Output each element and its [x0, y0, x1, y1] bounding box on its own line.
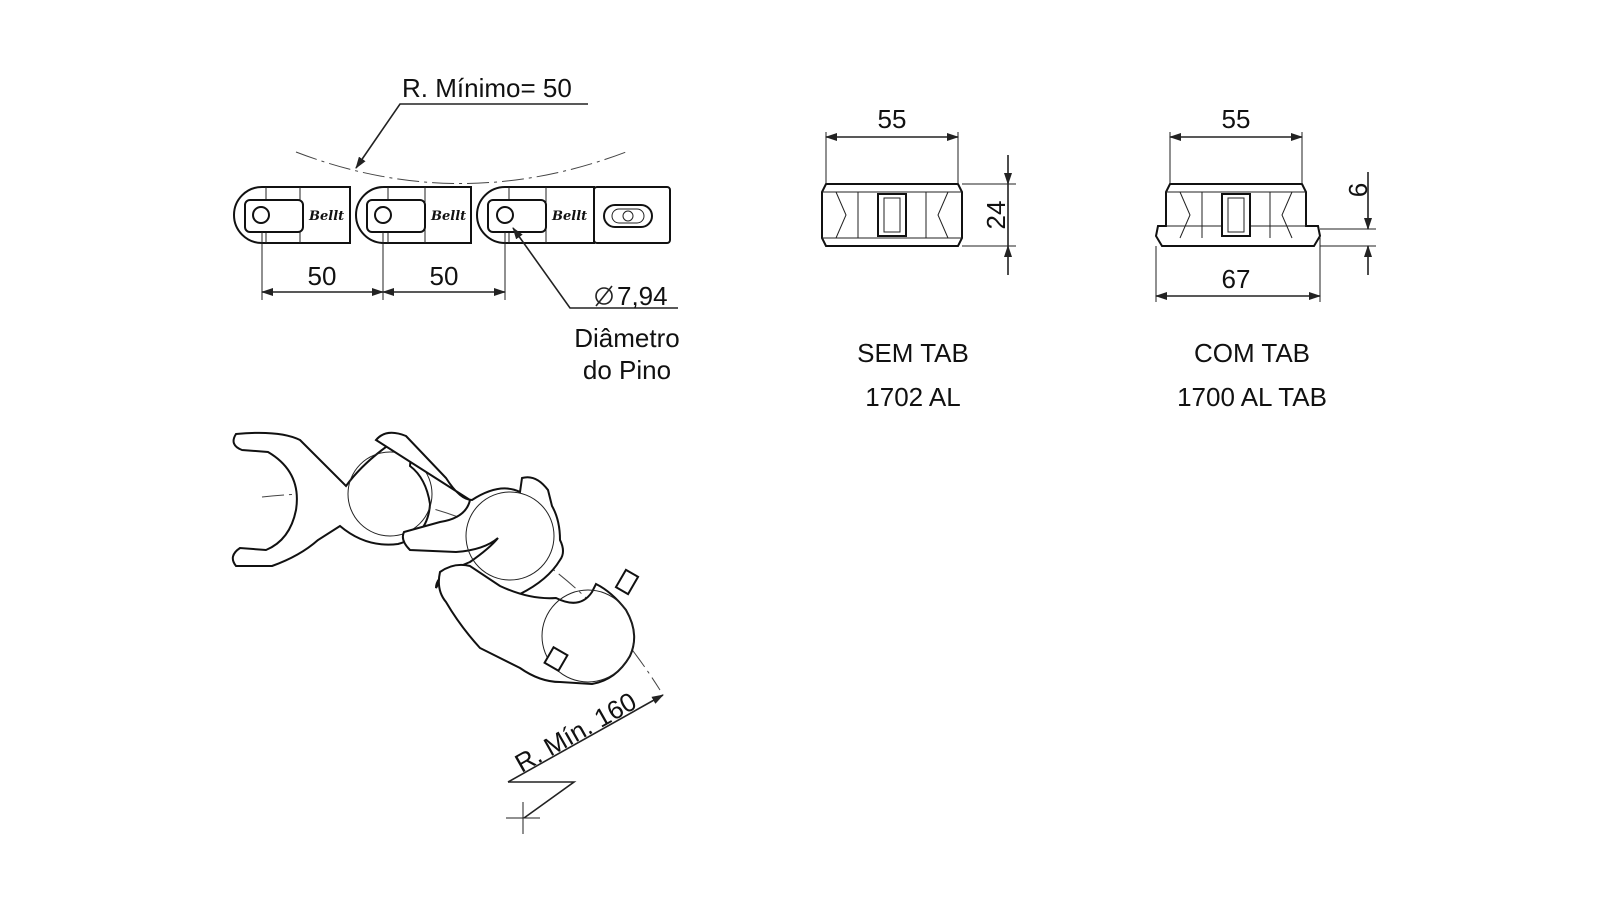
model-tab: 1700 AL TAB: [1177, 382, 1327, 412]
pin-caption-line2: do Pino: [583, 355, 671, 385]
chain-link-end: [593, 186, 671, 244]
height-dim: 24: [981, 201, 1011, 230]
chain-link-3: Bellt: [476, 186, 595, 244]
chain-link-1: Bellt: [233, 186, 351, 244]
pin-caption-line1: Diâmetro: [574, 323, 679, 353]
top-view: R. Mínimo= 50 Bellt Bellt Bellt: [233, 73, 680, 385]
side-view-tab: 55 67 6 COM TAB 1700 AL TAB: [1154, 104, 1376, 412]
pitch-dim-2: 50: [430, 261, 459, 291]
width-dim: 55: [878, 104, 907, 134]
flex-link-1: [231, 431, 433, 567]
diameter-symbol: [595, 285, 613, 307]
tab-width-dim: 55: [1222, 104, 1251, 134]
tab-height-dim: 6: [1343, 183, 1373, 197]
brand-mark-2: Bellt: [430, 209, 466, 224]
flex-view: R. Mín. 160: [231, 431, 664, 834]
pin-diameter-value: 7,94: [617, 281, 668, 311]
min-radius-label: R. Mínimo= 50: [402, 73, 572, 103]
total-width-dim: 67: [1222, 264, 1251, 294]
title-no-tab: SEM TAB: [857, 338, 969, 368]
flex-link-3: [437, 563, 640, 686]
flex-radius-line: [507, 694, 664, 783]
flex-radius-break: [508, 781, 577, 819]
min-radius-arc: [295, 151, 627, 184]
min-radius-leader: [355, 103, 588, 169]
brand-mark-3: Bellt: [551, 209, 587, 224]
flex-radius-label: R. Mín. 160: [510, 686, 642, 778]
pin-diameter-leader: [512, 227, 678, 309]
title-tab: COM TAB: [1194, 338, 1310, 368]
brand-mark-1: Bellt: [308, 209, 344, 224]
chain-link-2: Bellt: [355, 186, 472, 244]
pitch-dim-1: 50: [308, 261, 337, 291]
side-view-no-tab: 55 24 SEM TAB 1702 AL: [821, 104, 1016, 412]
model-no-tab: 1702 AL: [865, 382, 960, 412]
